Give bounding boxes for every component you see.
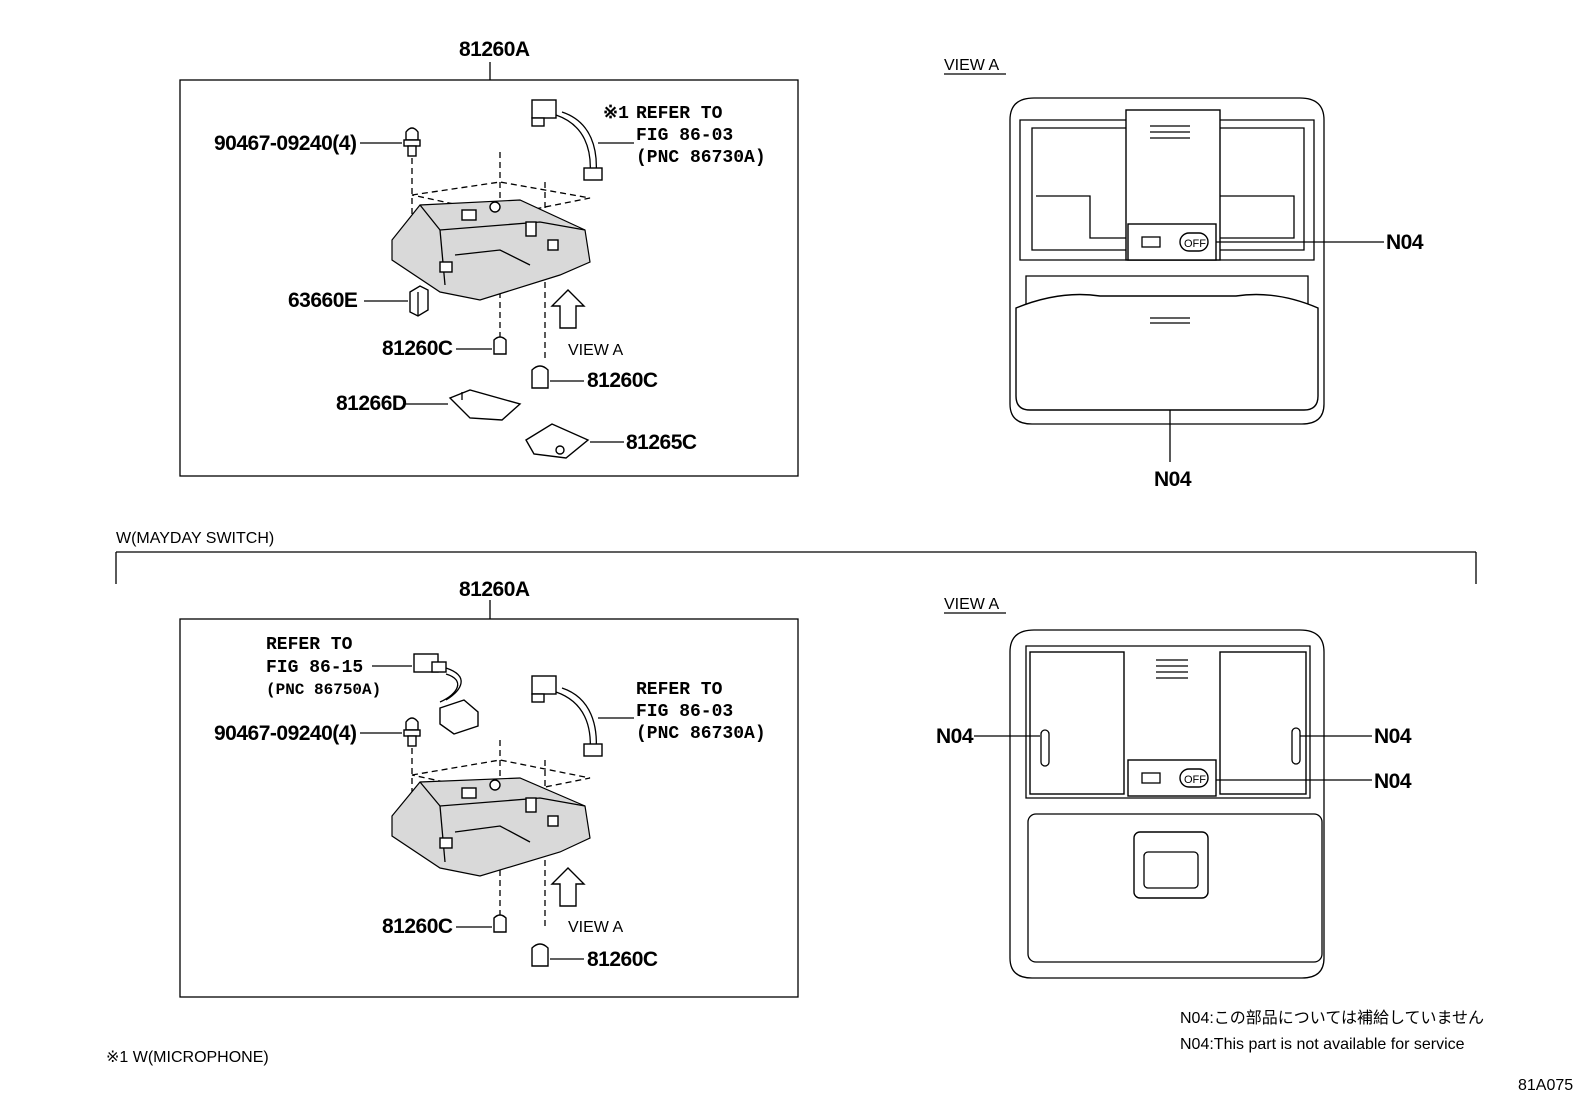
clip-label: 90467-09240(4) (214, 132, 356, 155)
bulb-right-label: 81260C (587, 948, 658, 971)
bracket-c-label: 81265C (626, 431, 697, 454)
top-assembly-frame (179, 79, 799, 477)
bottom-assembly-label: 81260A (459, 578, 530, 601)
bracket-d-label: 81266D (336, 392, 407, 415)
bulb-icon (493, 336, 507, 355)
bracket-c-icon (525, 423, 590, 459)
vent-icon (1150, 125, 1190, 139)
bottom-assembly: 81260A REFER TO FIG 86-15 (PNC 86750A) 9… (179, 578, 799, 998)
ref-line3: (PNC 86730A) (636, 148, 766, 168)
section-divider-label: W(MAYDAY SWITCH) (116, 530, 274, 547)
bulb-icon (493, 914, 507, 933)
n04-label: N04 (936, 725, 974, 748)
bottom-assembly-frame (179, 618, 799, 998)
clip-icon (403, 717, 421, 747)
lamp-switch-left (1040, 729, 1050, 767)
clip-label: 90467-09240(4) (214, 722, 356, 745)
ref-note-mark: ※1 (603, 104, 629, 124)
view-arrow-icon (550, 289, 586, 329)
n04-label: N04 (1154, 468, 1192, 491)
lamp-housing-icon (391, 199, 591, 301)
storage-box (1015, 293, 1319, 411)
ref-a-line2: FIG 86-15 (266, 658, 363, 678)
figure-id: 81A075 (1518, 1077, 1573, 1094)
n04-label: N04 (1386, 231, 1424, 254)
microphone-panel (1133, 831, 1209, 899)
top-view-a: VIEW A OFF N04 N04 (944, 57, 1424, 491)
bulb-left-label: 81260C (382, 915, 453, 938)
bulb-left-label: 81260C (382, 337, 453, 360)
lamp-housing-icon (391, 777, 591, 877)
ref-line1: REFER TO (636, 104, 723, 124)
connector-label: 63660E (288, 289, 358, 312)
ref-b-line1: REFER TO (636, 680, 723, 700)
switch-panel (1127, 223, 1217, 261)
n04-label: N04 (1374, 725, 1412, 748)
note-jp: N04:この部品については補給していません (1180, 1009, 1484, 1027)
console-outline (1009, 97, 1325, 425)
bulb-icon (531, 365, 549, 389)
top-assembly: 81260A 90467-09240(4) (179, 38, 799, 477)
notes: N04:この部品については補給していません N04:This part is n… (106, 1009, 1573, 1094)
lamp-switch-right (1291, 727, 1301, 765)
off-button[interactable]: OFF (1179, 232, 1209, 252)
door-switch-icon (1141, 236, 1161, 248)
ref-line2: FIG 86-03 (636, 126, 733, 146)
storage-box (1027, 813, 1323, 963)
bottom-view-title: VIEW A (944, 596, 999, 613)
map-lamp-right (1219, 651, 1307, 795)
view-arrow-label: VIEW A (568, 919, 623, 936)
ref-a-line3: (PNC 86750A) (266, 681, 381, 699)
bracket-d-icon (448, 389, 522, 421)
view-arrow-label: VIEW A (568, 342, 623, 359)
connector-icon (409, 285, 429, 317)
ref-b-line2: FIG 86-03 (636, 702, 733, 722)
map-lamp-left (1029, 651, 1125, 795)
view-arrow-icon (550, 867, 586, 907)
bulb-icon (531, 943, 549, 967)
microphone-harness-icon (413, 653, 479, 735)
clip-icon (403, 127, 421, 157)
bottom-view-a: VIEW A OFF N04 N04 N04 (936, 596, 1412, 979)
vent-icon (1156, 659, 1188, 679)
section-divider: W(MAYDAY SWITCH) (115, 530, 1477, 584)
wire-harness-icon (531, 99, 603, 181)
ref-a-line1: REFER TO (266, 635, 353, 655)
door-switch-icon (1141, 772, 1161, 784)
off-button[interactable]: OFF (1179, 768, 1209, 788)
n04-label: N04 (1374, 770, 1412, 793)
ref-b-line3: (PNC 86730A) (636, 724, 766, 744)
bulb-right-label: 81260C (587, 369, 658, 392)
note-en: N04:This part is not available for servi… (1180, 1036, 1465, 1053)
footnote: ※1 W(MICROPHONE) (106, 1049, 269, 1066)
top-view-title: VIEW A (944, 57, 999, 74)
top-assembly-label: 81260A (459, 38, 530, 61)
console-outline (1009, 629, 1325, 979)
off-button-label: OFF (1184, 238, 1206, 250)
wire-harness-icon (531, 675, 603, 757)
off-button-label: OFF (1184, 774, 1206, 786)
